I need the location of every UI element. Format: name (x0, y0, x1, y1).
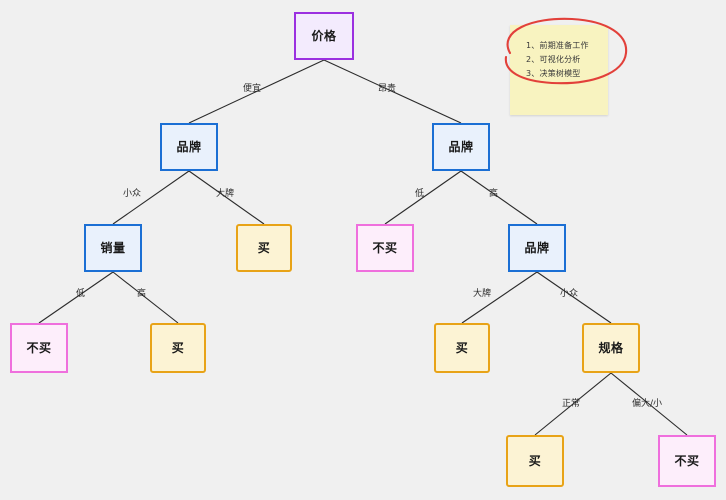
tree-edge-label: 昂贵 (378, 84, 397, 94)
tree-edge-label: 大牌 (473, 289, 492, 299)
sticky-note-line: 2、可视化分析 (526, 55, 581, 64)
tree-node-label: 品牌 (448, 140, 474, 154)
tree-node-买[interactable]: 买 (434, 323, 490, 373)
tree-node-规格[interactable]: 规格 (582, 323, 640, 373)
tree-node-品牌[interactable]: 品牌 (160, 123, 218, 171)
tree-node-label: 买 (257, 241, 271, 255)
tree-node-价格[interactable]: 价格 (294, 12, 354, 60)
tree-node-label: 不买 (26, 341, 52, 355)
tree-node-买[interactable]: 买 (236, 224, 292, 272)
tree-node-label: 买 (455, 341, 469, 355)
tree-node-label: 买 (528, 454, 542, 468)
tree-node-label: 不买 (674, 454, 700, 468)
tree-node-不买[interactable]: 不买 (356, 224, 414, 272)
tree-node-label: 不买 (372, 241, 398, 255)
tree-node-label: 规格 (598, 341, 624, 355)
tree-edge-label: 小众 (123, 189, 142, 199)
tree-node-品牌[interactable]: 品牌 (432, 123, 490, 171)
tree-edge-label: 大牌 (216, 189, 235, 199)
sticky-note-line: 1、前期准备工作 (526, 41, 589, 50)
tree-edge-label: 便宜 (243, 84, 262, 94)
tree-node-买[interactable]: 买 (150, 323, 206, 373)
tree-edge-label: 高 (489, 189, 499, 199)
tree-node-不买[interactable]: 不买 (10, 323, 68, 373)
tree-edge-label: 低 (415, 189, 425, 199)
tree-node-不买[interactable]: 不买 (658, 435, 716, 487)
tree-node-label: 价格 (311, 29, 337, 43)
tree-node-销量[interactable]: 销量 (84, 224, 142, 272)
sticky-note[interactable]: 1、前期准备工作 2、可视化分析 3、决策树模型 (510, 25, 608, 115)
sticky-note-line: 3、决策树模型 (526, 69, 581, 78)
tree-edge-label: 小众 (560, 289, 579, 299)
tree-node-买[interactable]: 买 (506, 435, 564, 487)
tree-node-品牌[interactable]: 品牌 (508, 224, 566, 272)
tree-edge-label: 高 (137, 289, 147, 299)
tree-node-label: 销量 (100, 241, 126, 255)
tree-node-label: 品牌 (524, 241, 550, 255)
tree-node-label: 买 (171, 341, 185, 355)
tree-edge-label: 偏大/小 (632, 399, 663, 409)
sticky-note-body: 1、前期准备工作 2、可视化分析 3、决策树模型 (510, 25, 608, 81)
tree-node-label: 品牌 (176, 140, 202, 154)
tree-edge-label: 低 (76, 289, 86, 299)
tree-edge (460, 170, 538, 225)
tree-edge-label: 正常 (562, 399, 581, 409)
